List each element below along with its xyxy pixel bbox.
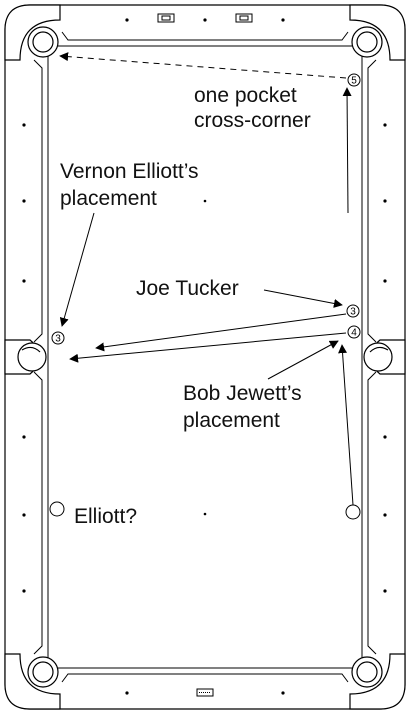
line-vernon-arrow — [59, 212, 95, 327]
label-one-pocket-2: cross-corner — [194, 109, 311, 132]
ball-four: 4 — [347, 325, 361, 339]
label-joe-tucker: Joe Tucker — [136, 277, 239, 300]
label-vernon-1: Vernon Elliott’s — [60, 160, 199, 183]
ball-lower-right — [345, 504, 361, 520]
label-elliott-question: Elliott? — [74, 505, 137, 528]
ball-three-right: 3 — [346, 304, 360, 318]
ball-three-left-number: 3 — [55, 334, 61, 345]
label-bob-2: placement — [183, 409, 280, 432]
side-pockets — [17, 342, 393, 372]
pocket-side-right — [363, 342, 393, 372]
line-up-to-four — [338, 344, 354, 506]
ball-three-right-number: 3 — [350, 307, 356, 318]
corner-pockets — [27, 26, 383, 688]
cushions — [33, 31, 377, 683]
label-vernon-2: placement — [60, 187, 157, 210]
corner-caps — [4, 4, 406, 710]
ball-elliott — [49, 501, 65, 517]
line-three-to-pocket — [95, 313, 347, 352]
ball-five-number: 5 — [351, 76, 357, 87]
corner-cap-top-left — [4, 4, 61, 61]
line-joe-arrow — [263, 289, 343, 308]
rail-diamonds — [22, 18, 387, 695]
pocket-side-left — [17, 342, 47, 372]
line-one-pocket — [59, 52, 347, 79]
head-spot — [203, 199, 207, 203]
ball-five: 5 — [347, 73, 361, 87]
shot-lines — [59, 52, 354, 506]
label-one-pocket-1: one pocket — [194, 84, 297, 107]
corner-cap-bottom-right — [349, 653, 406, 710]
line-four-to-pocket — [69, 332, 347, 363]
foot-spot — [203, 512, 207, 516]
table-playing-surface — [47, 45, 363, 669]
label-bob-1: Bob Jewett’s — [183, 382, 302, 405]
corner-cap-bottom-left — [4, 653, 61, 710]
line-up-to-five — [342, 87, 352, 214]
ball-four-number: 4 — [351, 328, 357, 339]
line-bob-arrow — [267, 340, 339, 380]
corner-cap-top-right — [349, 4, 406, 61]
rail-badges — [157, 13, 253, 697]
ball-three-left: 3 — [51, 331, 65, 345]
